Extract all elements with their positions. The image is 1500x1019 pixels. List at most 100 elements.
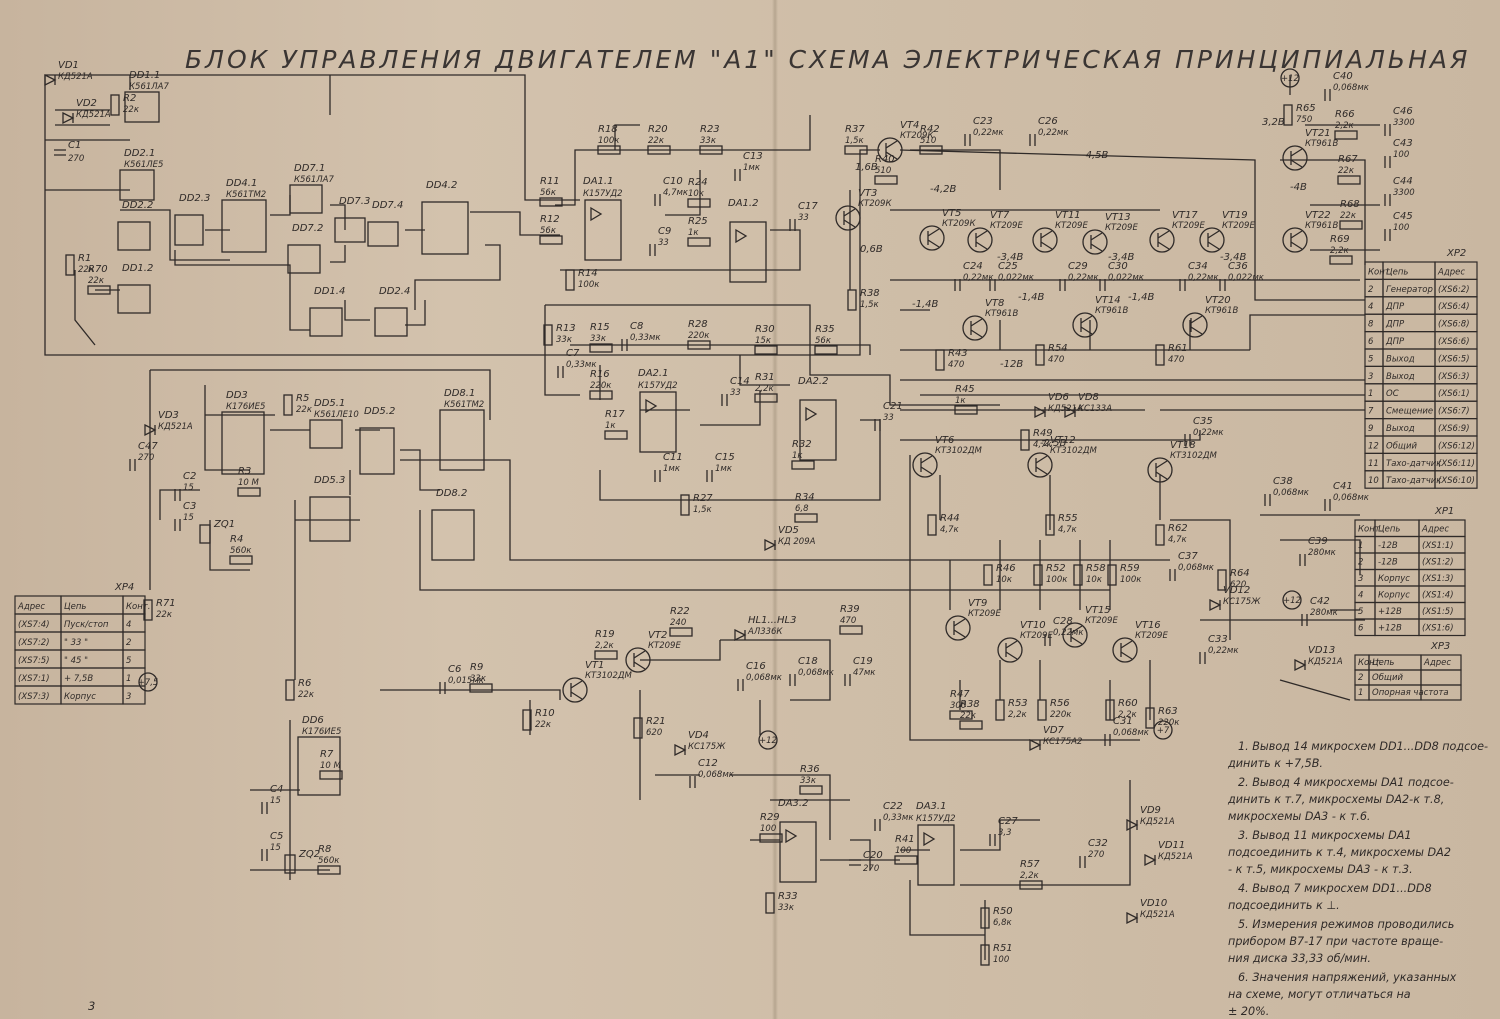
table-cell-text: 4 <box>1368 302 1373 312</box>
capacitor-value: 270 <box>1088 850 1104 860</box>
capacitor-value: 0,022мк <box>1108 273 1145 283</box>
quartz-body <box>199 524 211 544</box>
resistor-body <box>1019 880 1043 890</box>
transistor-body <box>1032 227 1058 253</box>
transistor-symbol <box>975 230 988 250</box>
capacitor-plates <box>261 802 268 814</box>
chip-dd1-4: DD1.4 <box>309 286 345 337</box>
table-cell-text: Выход <box>1386 354 1415 364</box>
table-header: Адрес <box>1437 267 1465 277</box>
wire <box>150 369 491 420</box>
resistor-ref: R63 <box>1158 706 1178 717</box>
wire <box>1170 519 1231 640</box>
resistor-ref: R41 <box>895 834 915 845</box>
table-header: Цепь <box>1372 658 1394 668</box>
resistor-body <box>1217 569 1227 591</box>
resistor-body <box>283 394 293 416</box>
capacitor-plates <box>1384 156 1391 168</box>
power-label: +12 <box>1283 596 1301 606</box>
table-header: Конт. <box>1358 525 1382 535</box>
capacitor-plates <box>1264 494 1271 506</box>
transistor-type: КТ209Е <box>1172 221 1205 231</box>
chip-type: К561ЛА7 <box>294 175 334 185</box>
capacitor-value: 0,068мк <box>1273 488 1310 498</box>
voltage-label: -12В <box>1000 359 1023 370</box>
voltage-label: 0,6В <box>860 244 883 255</box>
table-cell-text: (ХS6:3) <box>1438 372 1470 382</box>
capacitor-plates <box>261 849 268 861</box>
resistor-value: 10к <box>688 189 705 199</box>
capacitor-ref: C47 <box>138 441 158 452</box>
opamp-body <box>799 399 837 461</box>
transistor-body <box>877 137 903 163</box>
chip-type: К561ТМ2 <box>444 400 484 410</box>
voltage-label: -1,4В <box>1018 292 1045 303</box>
resistor-body <box>647 145 671 155</box>
resistor-ref: R49 <box>1033 428 1053 439</box>
transistor-ref: VT5 <box>942 208 961 219</box>
resistor-value: 2,2к <box>1330 246 1350 256</box>
chip-ref: DD5.2 <box>364 406 395 417</box>
chip-ref: DD7.3 <box>339 196 370 207</box>
table-header: Цепь <box>1378 525 1400 535</box>
opamp-body <box>779 821 817 883</box>
table-cell-text: (ХS6:8) <box>1438 320 1470 330</box>
capacitor-ref: C15 <box>715 452 735 463</box>
opamp-ref: DA1.1 <box>583 176 613 187</box>
opamp-symbol <box>645 398 658 414</box>
resistor-ref: R14 <box>578 268 598 279</box>
capacitor-value: 270 <box>68 154 84 164</box>
resistor-body <box>687 198 711 208</box>
note-line: прибором В7-17 при частоте враще- <box>1228 935 1443 948</box>
resistor-body <box>1339 220 1363 230</box>
capacitor-ref: C8 <box>630 321 643 332</box>
resistor-ref: R7 <box>320 749 334 760</box>
capacitor-value: 0,068мк <box>1113 728 1150 738</box>
capacitor-c6: C60,015мк <box>439 664 485 694</box>
wire <box>1280 539 1361 575</box>
transistor-type: КТ209Е <box>1222 221 1255 231</box>
capacitor-ref: C13 <box>743 151 763 162</box>
transistor-type: КТ209К <box>858 199 892 209</box>
transistor-ref: VT16 <box>1135 620 1161 631</box>
chip-dd7-3: DD7.3 <box>334 196 370 243</box>
table-cell-text: (ХS6:12) <box>1438 441 1475 451</box>
resistor-body <box>1155 524 1165 546</box>
resistor-value: 22к <box>1340 211 1357 221</box>
diode-ref: HL1...HL3 <box>748 615 796 626</box>
chip-dd2-2: DD2.2 <box>117 200 153 251</box>
resistor-body <box>669 627 693 637</box>
resistor-body <box>980 944 990 966</box>
resistor-body <box>927 514 937 536</box>
transistor-ref: VT6 <box>935 435 954 446</box>
chip-body <box>309 496 351 542</box>
table-cell-text: Опорная частота <box>1372 688 1449 698</box>
note-line: 3. Вывод 11 микросхемы DA1 <box>1238 829 1412 842</box>
capacitor-ref: C36 <box>1228 261 1248 272</box>
capacitor-ref: C34 <box>1188 261 1208 272</box>
capacitor-value: 270 <box>863 864 879 874</box>
table-cell-text: (ХS6:4) <box>1438 302 1470 312</box>
resistor-value: 240 <box>670 618 686 628</box>
capacitor-value: 3,3 <box>998 828 1012 838</box>
capacitor-plates <box>1169 569 1176 581</box>
wire <box>900 430 1201 441</box>
